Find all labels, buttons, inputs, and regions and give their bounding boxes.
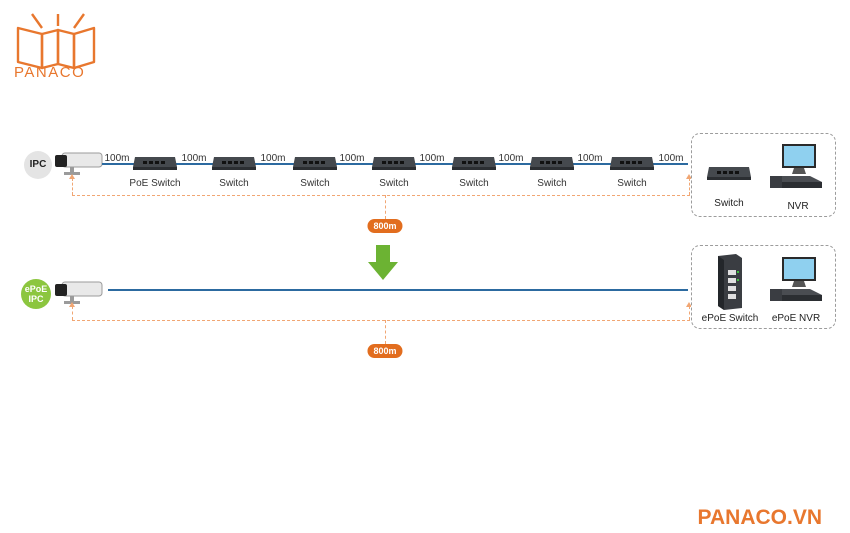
bottom-distance-line (72, 320, 690, 321)
down-arrow-icon (368, 245, 398, 280)
switch-icon (452, 157, 496, 170)
top-dash-right (689, 178, 690, 195)
device-label: Switch (300, 178, 330, 189)
switch-icon (610, 157, 654, 170)
top-dash-left (72, 178, 73, 195)
top-arrow-right-icon (686, 174, 692, 179)
segment-length-label: 100m (104, 153, 130, 164)
top-distance-badge: 800m (367, 219, 403, 233)
device-label: Switch (537, 178, 567, 189)
switch-icon (293, 157, 337, 170)
device-label: Switch (617, 178, 647, 189)
bottom-arrow-right-icon (686, 302, 692, 307)
device-label: Switch (379, 178, 409, 189)
top-box-right-label: NVR (787, 201, 809, 212)
bottom-distance-badge: 800m (367, 344, 403, 358)
bottom-arrow-left-icon (69, 302, 75, 307)
segment-length-label: 100m (498, 153, 524, 164)
switch-icon (707, 167, 751, 180)
switch-icon (212, 157, 256, 170)
top-box-left-label: Switch (714, 198, 744, 209)
nvr-icon (770, 257, 822, 301)
camera-icon (55, 152, 103, 175)
bottom-cable (108, 289, 688, 291)
camera-icon (55, 281, 103, 304)
segment-length-label: 100m (260, 153, 286, 164)
segment-length-label: 100m (658, 153, 684, 164)
segment-length-label: 100m (181, 153, 207, 164)
bottom-dash-center (385, 320, 386, 344)
ipc-badge: IPC (24, 151, 52, 179)
switch-icon (372, 157, 416, 170)
device-label: PoE Switch (129, 178, 181, 189)
bottom-box-left-label: ePoE Switch (701, 313, 759, 324)
bottom-dash-right (689, 306, 690, 320)
segment-length-label: 100m (339, 153, 365, 164)
device-label: Switch (459, 178, 489, 189)
segment-length-label: 100m (577, 153, 603, 164)
segment-length-label: 100m (419, 153, 445, 164)
panaco-logo-icon (16, 13, 96, 70)
site-url: PANACO.VN (697, 506, 822, 529)
switch-icon (530, 157, 574, 170)
epoe-ipc-badge: ePoE IPC (21, 279, 51, 309)
device-label: Switch (219, 178, 249, 189)
switch-icon (133, 157, 177, 170)
epoe-switch-icon (718, 254, 742, 310)
bottom-dash-left (72, 306, 73, 320)
top-dash-center (385, 195, 386, 219)
top-distance-line (72, 195, 690, 196)
top-arrow-left-icon (69, 174, 75, 179)
bottom-box-right-label: ePoE NVR (771, 313, 821, 324)
nvr-icon (770, 144, 822, 188)
logo-text: PANACO (14, 64, 86, 81)
